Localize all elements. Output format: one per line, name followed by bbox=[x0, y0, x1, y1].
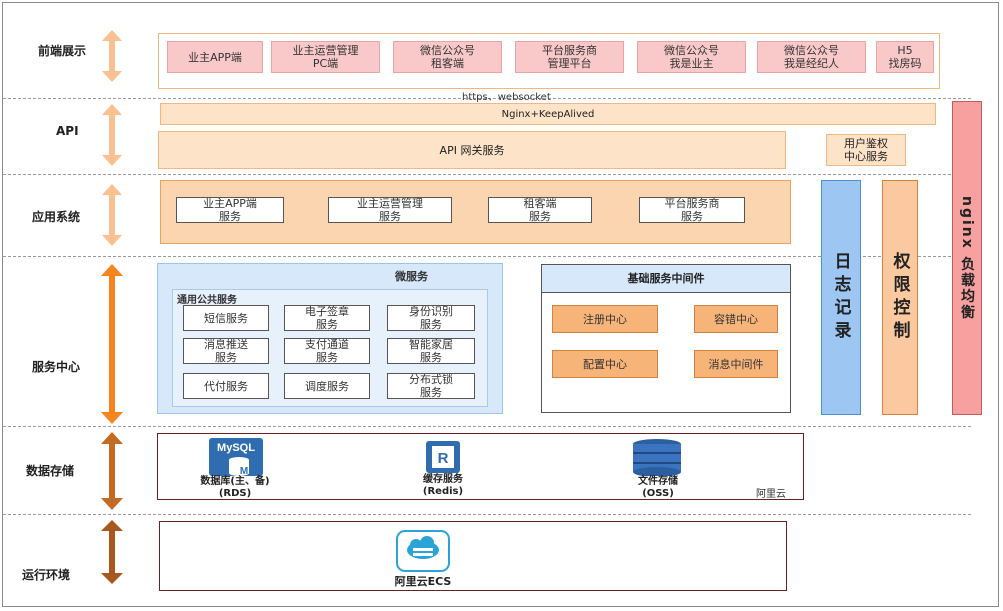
registry-center: 注册中心 bbox=[552, 305, 658, 333]
runtime-panel bbox=[159, 521, 787, 591]
fault-tolerance-center: 容错中心 bbox=[694, 305, 778, 333]
layer-label-data-storage: 数据存储 bbox=[26, 464, 75, 478]
microservice-title: 微服务 bbox=[395, 270, 428, 283]
identity-service: 身份识别 服务 bbox=[387, 305, 475, 331]
layer-separator bbox=[3, 514, 971, 515]
message-middleware: 消息中间件 bbox=[694, 350, 778, 378]
layer-separator bbox=[3, 174, 971, 175]
layer-separator bbox=[3, 256, 971, 257]
oss-label: 文件存储 (OSS) bbox=[638, 476, 678, 499]
middleware-title: 基础服务中间件 bbox=[542, 265, 790, 293]
app-service-owner-app: 业主APP端 服务 bbox=[176, 197, 284, 223]
layer-label-api: API bbox=[56, 124, 79, 138]
nginx-keepalived-bar: Nginx+KeepAlived bbox=[160, 103, 936, 125]
mysql-database-icon: MySQL M bbox=[209, 438, 263, 476]
frontend-h5-find-house: H5 找房码 bbox=[876, 41, 934, 73]
frontend-wechat-agent: 微信公众号 我是经纪人 bbox=[757, 41, 866, 73]
push-service: 消息推送 服务 bbox=[183, 338, 269, 364]
frontend-wechat-owner: 微信公众号 我是业主 bbox=[637, 41, 746, 73]
data-storage-panel bbox=[157, 433, 804, 500]
frontend-owner-pc: 业主运营管理 PC端 bbox=[271, 41, 380, 73]
rds-label: 数据库(主、备) (RDS) bbox=[200, 476, 270, 499]
smart-home-service: 智能家居 服务 bbox=[387, 338, 475, 364]
redis-cache-icon: R bbox=[426, 441, 460, 473]
double-arrow-icon bbox=[102, 104, 122, 166]
cloud-server-icon bbox=[396, 530, 450, 572]
app-service-tenant: 租客端 服务 bbox=[488, 197, 592, 223]
config-center: 配置中心 bbox=[552, 350, 658, 378]
ecs-label: 阿里云ECS bbox=[394, 575, 452, 588]
redis-logo-text: R bbox=[438, 450, 449, 467]
redis-label: 缓存服务 (Redis) bbox=[422, 474, 464, 497]
frontend-owner-app: 业主APP端 bbox=[167, 41, 263, 73]
layer-label-app-system: 应用系统 bbox=[32, 210, 81, 224]
layer-separator bbox=[3, 426, 971, 427]
frontend-provider-platform: 平台服务商 管理平台 bbox=[515, 41, 624, 73]
common-service-title: 通用公共服务 bbox=[177, 295, 237, 306]
agent-pay-service: 代付服务 bbox=[183, 373, 269, 399]
sms-service: 短信服务 bbox=[183, 305, 269, 331]
double-arrow-icon bbox=[102, 30, 122, 82]
scheduling-service: 调度服务 bbox=[284, 373, 370, 399]
api-gateway-service: API 网关服务 bbox=[158, 131, 786, 169]
oss-storage-icon bbox=[633, 439, 681, 476]
permission-control-bar: 权限控制 bbox=[882, 180, 918, 415]
double-arrow-icon bbox=[101, 520, 123, 584]
payment-service: 支付通道 服务 bbox=[284, 338, 370, 364]
frontend-wechat-tenant: 微信公众号 租客端 bbox=[393, 41, 502, 73]
mysql-badge-text: M bbox=[240, 466, 248, 476]
api-protocol-label: https、websocket bbox=[462, 92, 551, 103]
layer-separator bbox=[3, 98, 971, 99]
layer-label-service-center: 服务中心 bbox=[32, 360, 81, 374]
auth-center-service: 用户鉴权 中心服务 bbox=[826, 134, 906, 166]
layer-label-frontend: 前端展示 bbox=[38, 44, 87, 58]
layer-label-runtime: 运行环境 bbox=[22, 568, 71, 582]
distributed-lock-service: 分布式锁 服务 bbox=[387, 373, 475, 399]
e-signature-service: 电子签章 服务 bbox=[284, 305, 370, 331]
log-record-bar: 日志记录 bbox=[821, 180, 861, 415]
nginx-load-balance-bar: nginx 负载均衡 bbox=[952, 101, 982, 415]
double-arrow-icon bbox=[102, 184, 122, 246]
aliyun-label: 阿里云 bbox=[756, 489, 786, 500]
double-arrow-icon bbox=[101, 264, 123, 424]
mysql-logo-text: MySQL bbox=[217, 442, 255, 454]
double-arrow-icon bbox=[101, 432, 123, 510]
app-service-provider: 平台服务商 服务 bbox=[639, 197, 745, 223]
app-service-owner-ops: 业主运营管理 服务 bbox=[328, 197, 452, 223]
